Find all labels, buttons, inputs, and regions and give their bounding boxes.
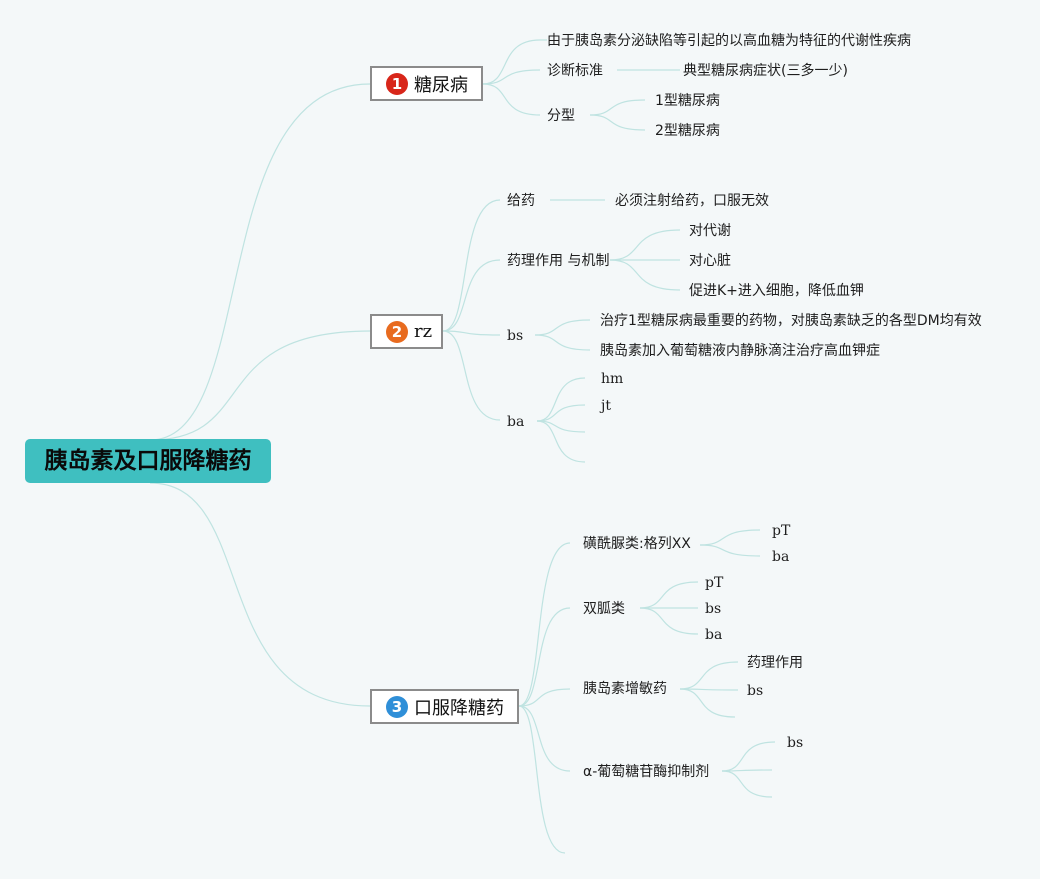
- connector-line: [518, 705, 571, 772]
- connector-line: [442, 330, 501, 421]
- root-node[interactable]: 胰岛素及口服降糖药: [25, 439, 271, 483]
- main-topic-label: 糖尿病: [414, 74, 468, 96]
- main-topic-rz[interactable]: 2 rz: [370, 314, 443, 349]
- connector-line: [482, 69, 541, 85]
- topic-pharmacology[interactable]: 药理作用 与机制: [507, 253, 610, 269]
- connector-line: [482, 83, 541, 116]
- connector-line: [482, 39, 541, 85]
- topic-ba[interactable]: ba: [507, 414, 525, 430]
- topic-biguanide-pt[interactable]: pT: [705, 575, 724, 591]
- connector-line: [679, 661, 739, 690]
- connector-line: [442, 259, 501, 332]
- topic-bs-item-1[interactable]: 治疗1型糖尿病最重要的药物，对胰岛素缺乏的各型DM均有效: [600, 313, 982, 329]
- main-topic-oral-drugs[interactable]: 3 口服降糖药: [370, 689, 519, 724]
- connector-line: [609, 259, 681, 291]
- connector-line: [589, 114, 646, 131]
- topic-biguanide[interactable]: 双胍类: [583, 601, 625, 617]
- topic-type-1[interactable]: 1型糖尿病: [655, 93, 720, 109]
- root-connector: [149, 330, 371, 441]
- connector-line: [679, 688, 739, 691]
- topic-bs-item-2[interactable]: 胰岛素加入葡萄糖液内静脉滴注治疗高血钾症: [600, 343, 880, 359]
- main-topic-label: rz: [414, 321, 433, 342]
- topic-alpha-glucosidase-bs[interactable]: bs: [787, 735, 804, 751]
- main-topic-label: 口服降糖药: [414, 697, 504, 719]
- topic-sensitizer-bs[interactable]: bs: [747, 683, 764, 699]
- connector-line: [536, 420, 586, 433]
- topic-sulfonylurea-pt[interactable]: pT: [772, 523, 791, 539]
- connector-line: [536, 420, 586, 463]
- connector-line: [639, 581, 699, 609]
- topic-dosing[interactable]: 给药: [507, 193, 535, 209]
- connector-line: [518, 542, 571, 707]
- connector-line: [679, 688, 736, 718]
- topic-bs[interactable]: bs: [507, 328, 524, 344]
- number-3-badge-icon: 3: [386, 695, 408, 718]
- topic-diagnosis[interactable]: 诊断标准: [547, 63, 603, 79]
- topic-ba-hm[interactable]: hm: [601, 371, 624, 387]
- topic-sensitizer-pharmacology[interactable]: 药理作用: [747, 655, 803, 671]
- number-1-badge-icon: 1: [386, 72, 408, 95]
- connector-line: [518, 705, 566, 854]
- topic-ba-jt[interactable]: jt: [601, 398, 611, 414]
- topic-types[interactable]: 分型: [547, 108, 575, 124]
- connector-line: [699, 544, 761, 557]
- topic-metabolism[interactable]: 对代谢: [689, 223, 731, 239]
- root-connector: [149, 482, 371, 707]
- connector-line: [721, 741, 776, 772]
- connector-line: [534, 319, 591, 336]
- root-connector: [149, 83, 371, 441]
- connector-line: [589, 99, 646, 116]
- connector-line: [536, 377, 586, 422]
- connector-line: [721, 769, 773, 772]
- connector-line: [518, 688, 571, 707]
- topic-potassium[interactable]: 促进K+进入细胞，降低血钾: [689, 283, 864, 299]
- connector-line: [721, 770, 773, 798]
- connector-line: [536, 404, 586, 422]
- topic-sensitizer[interactable]: 胰岛素增敏药: [583, 681, 667, 697]
- topic-diagnosis-detail[interactable]: 典型糖尿病症状(三多一少): [683, 63, 848, 79]
- topic-biguanide-ba[interactable]: ba: [705, 627, 723, 643]
- connector-line: [699, 529, 761, 546]
- connector-line: [639, 607, 699, 635]
- number-2-badge-icon: 2: [386, 320, 408, 343]
- topic-definition[interactable]: 由于胰岛素分泌缺陷等引起的以高血糖为特征的代谢性疾病: [547, 33, 911, 49]
- main-topic-diabetes[interactable]: 1 糖尿病: [370, 66, 483, 101]
- topic-alpha-glucosidase[interactable]: α-葡萄糖苷酶抑制剂: [583, 764, 710, 780]
- topic-sulfonylurea[interactable]: 磺酰脲类:格列XX: [583, 536, 691, 552]
- connector-line: [442, 199, 501, 332]
- topic-dosing-detail[interactable]: 必须注射给药，口服无效: [615, 193, 769, 209]
- topic-type-2[interactable]: 2型糖尿病: [655, 123, 720, 139]
- connector-line: [609, 229, 681, 261]
- topic-heart[interactable]: 对心脏: [689, 253, 731, 269]
- connector-line: [518, 607, 571, 707]
- topic-sulfonylurea-ba[interactable]: ba: [772, 549, 790, 565]
- topic-biguanide-bs[interactable]: bs: [705, 601, 722, 617]
- connector-line: [442, 330, 501, 336]
- connector-line: [534, 334, 591, 351]
